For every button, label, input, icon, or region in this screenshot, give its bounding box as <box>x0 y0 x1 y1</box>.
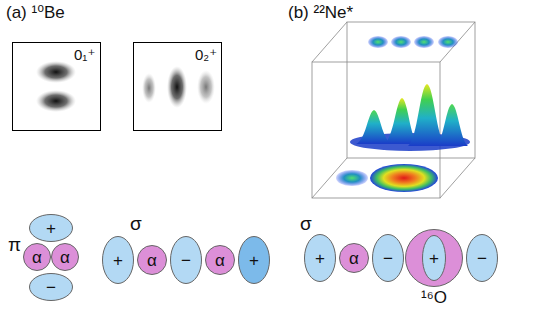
sign-symbol: + <box>429 250 439 267</box>
node-outline <box>30 274 73 301</box>
sign-symbol: α <box>60 249 70 266</box>
sign-symbol: + <box>249 252 259 269</box>
node-outline <box>239 237 270 284</box>
orbital-label: σ <box>130 214 142 233</box>
node-outline <box>423 236 446 281</box>
sign-symbol: α <box>349 250 359 267</box>
state-label: 0₂⁺ <box>195 47 217 62</box>
orbital-lobe: + <box>238 236 270 284</box>
density-panel <box>134 43 222 131</box>
nucleus-label: ¹⁶O <box>421 289 447 306</box>
density-blob <box>142 73 156 103</box>
sign-symbol: − <box>477 250 487 267</box>
orbital-lobe: + <box>29 214 73 242</box>
alpha-circle: α <box>339 243 369 273</box>
sign-symbol: + <box>46 220 56 237</box>
panel-label: (a) ¹⁰Be <box>6 4 65 21</box>
density-blob <box>167 66 187 108</box>
orbital-lobe: + <box>102 236 134 284</box>
sign-symbol: − <box>181 252 191 269</box>
density-blob <box>36 90 76 112</box>
sign-symbol: − <box>46 279 56 296</box>
node-outline <box>373 235 404 282</box>
orbital-lobe: + <box>422 235 446 281</box>
orbital-label: π <box>8 235 21 254</box>
node-outline <box>103 237 134 284</box>
orbital-lobe: − <box>29 273 73 301</box>
node-outline <box>467 235 498 282</box>
density-slice <box>368 36 458 48</box>
sign-symbol: − <box>383 250 393 267</box>
sign-symbol: α <box>147 252 157 269</box>
density-surface <box>350 84 470 151</box>
orbital-lobe: − <box>466 234 498 282</box>
node-outline <box>340 244 369 273</box>
density-slice <box>336 164 438 192</box>
sign-symbol: α <box>32 249 42 266</box>
node-outline <box>30 215 73 242</box>
nucleus-circle: ¹⁶O+ <box>405 229 463 287</box>
node-outline <box>24 244 51 271</box>
node-outline <box>171 237 202 284</box>
alpha-circle: α <box>23 243 51 271</box>
node-outline <box>406 230 463 287</box>
node-outline <box>138 246 167 275</box>
orbital-lobe: − <box>372 234 404 282</box>
orbital-lobe: − <box>170 236 202 284</box>
orbital-label: σ <box>300 214 312 233</box>
alpha-circle: α <box>137 245 167 275</box>
panel-label: (b) ²²Ne* <box>288 4 353 21</box>
sign-symbol: + <box>315 250 325 267</box>
sign-symbol: + <box>113 252 123 269</box>
density-panel <box>13 43 101 131</box>
alpha-circle: α <box>51 243 79 271</box>
orbital-lobe: + <box>304 234 336 282</box>
node-outline <box>305 235 336 282</box>
state-label: 0₁⁺ <box>74 47 95 62</box>
alpha-circle: α <box>205 245 235 275</box>
plot-cube <box>312 22 475 198</box>
density-blob <box>36 61 76 83</box>
sign-symbol: α <box>215 252 225 269</box>
density-blob <box>197 70 215 104</box>
node-outline <box>52 244 79 271</box>
node-outline <box>206 246 235 275</box>
